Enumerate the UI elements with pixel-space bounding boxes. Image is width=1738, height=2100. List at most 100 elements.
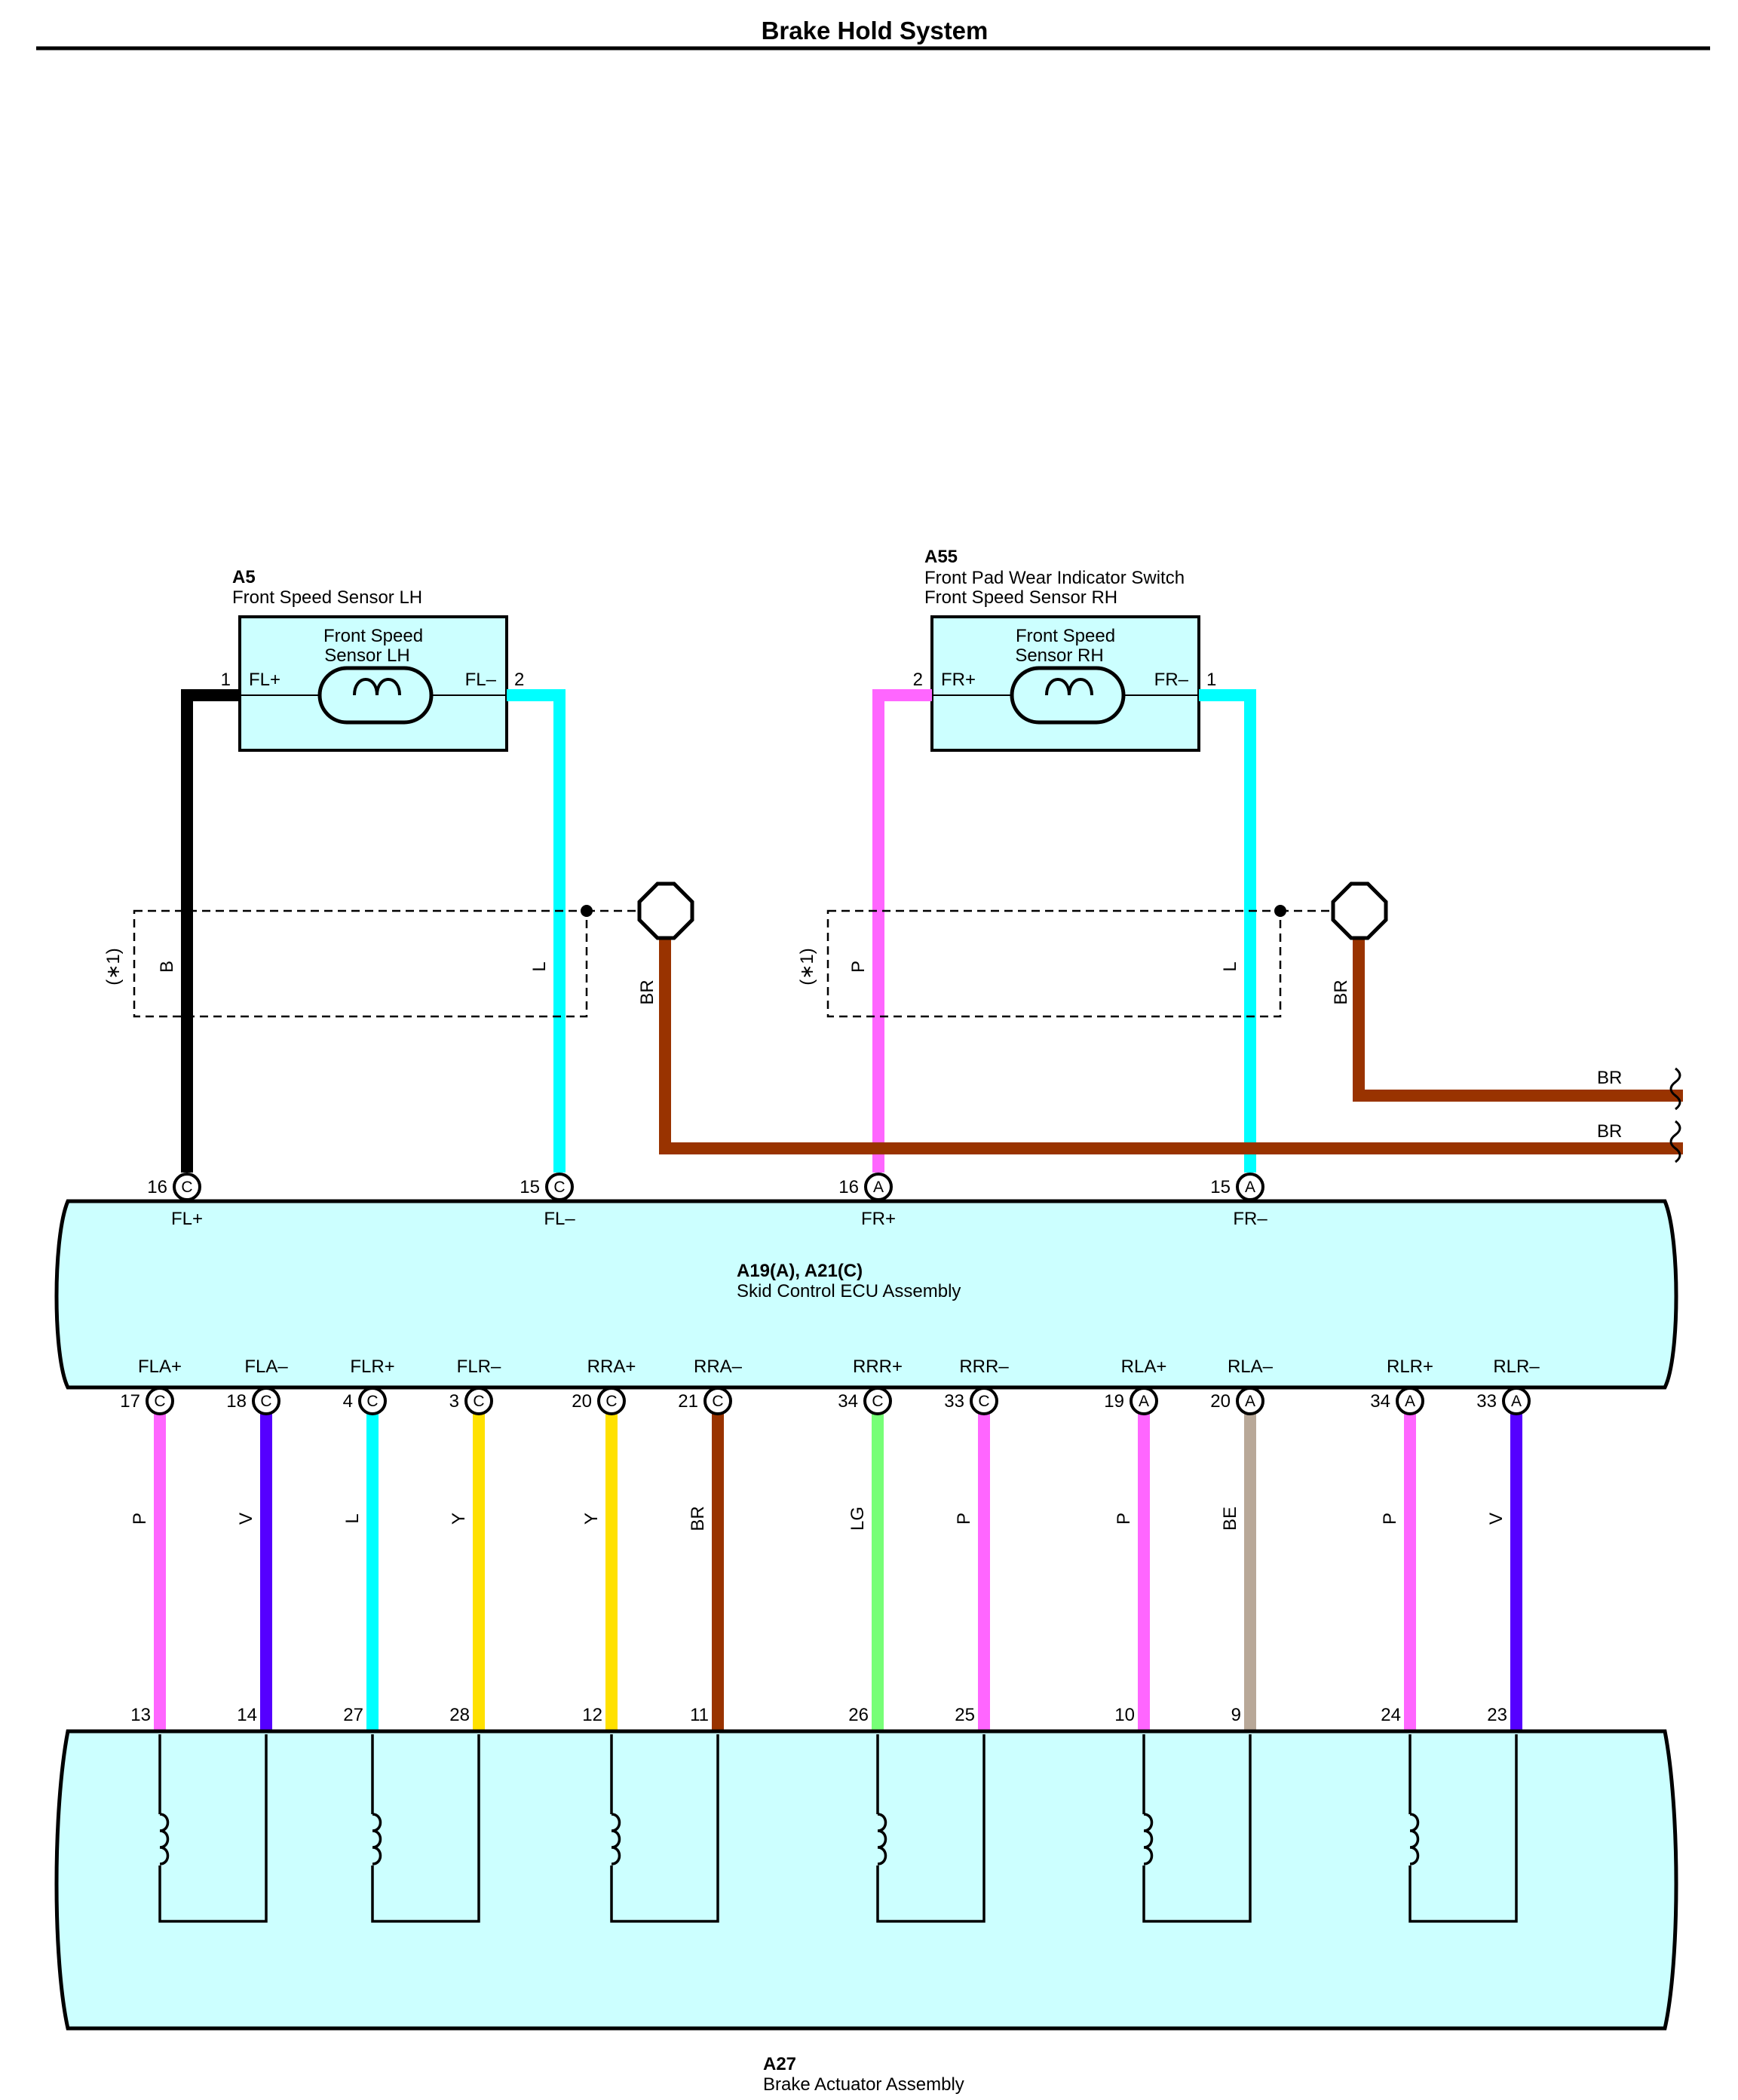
ecu-terminal-label: RRR– <box>959 1357 1009 1377</box>
sensor-rh-pin-left: 2 <box>913 670 923 690</box>
skid-control-ecu-body <box>54 1199 1678 1390</box>
sensor-rh-name-1: Front Pad Wear Indicator Switch <box>924 568 1185 588</box>
wire-label-fr-plus: P <box>848 961 869 973</box>
ecu-terminal-label: RLA– <box>1228 1357 1274 1377</box>
front-speed-sensor-rh: A55 Front Pad Wear Indicator Switch Fron… <box>913 547 1216 752</box>
solenoid-gap <box>1402 1814 1418 1865</box>
ecu-pin-number: 20 <box>572 1391 592 1412</box>
coil-icon <box>1045 678 1093 696</box>
wire-color-label: LG <box>848 1507 868 1531</box>
connector-letter: C <box>712 1393 723 1410</box>
wire-color-label: P <box>1114 1513 1134 1525</box>
wire-fr-minus <box>1199 689 1256 1173</box>
offpage-wire-label-lower: BR <box>1597 1121 1622 1142</box>
sensor-rh-pin-right: 1 <box>1206 670 1216 690</box>
ecu-pin-number: 3 <box>449 1391 459 1412</box>
ecu-pin-number: 34 <box>1370 1391 1390 1412</box>
actuator-pin-number: 26 <box>848 1705 869 1725</box>
shield-lh-box <box>133 909 588 1018</box>
connector-letter: A <box>873 1179 884 1196</box>
coil-icon <box>372 1813 382 1865</box>
shield-lh-note: (∗1) <box>103 948 124 985</box>
actuator-pin-number: 24 <box>1381 1705 1401 1725</box>
coil-icon <box>877 1813 887 1865</box>
connector-letter: C <box>978 1393 989 1410</box>
sensor-lh-inner-line2: Sensor LH <box>324 645 409 666</box>
ecu-pin-number: 18 <box>226 1391 247 1412</box>
wire-color-label: V <box>1486 1513 1507 1525</box>
coil-icon <box>1409 1813 1420 1865</box>
coil-icon <box>353 678 401 696</box>
ecu-terminal-label: RLR+ <box>1387 1357 1433 1377</box>
sensor-lh-pin-right: 2 <box>514 670 524 690</box>
coil-icon <box>159 1813 170 1865</box>
connector-icon <box>1236 1387 1264 1415</box>
ecu-bottom-connectors: FLA+C1713FLA+FLA–C1814FLA–FLR+C427FLR+FL… <box>120 1357 1572 1761</box>
solenoid-gap <box>152 1814 167 1865</box>
splice-dot <box>1274 905 1286 917</box>
ecu-terminal-label: FLA– <box>244 1357 288 1377</box>
connector-letter: C <box>605 1393 617 1410</box>
ecu-terminal-label: FLA+ <box>138 1357 182 1377</box>
actuator-code: A27 <box>763 2054 796 2074</box>
wire-label-fl-plus: B <box>157 961 177 973</box>
connector-letter: C <box>872 1393 883 1410</box>
wire-break-icon <box>1669 1067 1681 1111</box>
actuator-pin-number: 12 <box>582 1705 602 1725</box>
ecu-pin-number: 19 <box>1104 1391 1124 1412</box>
actuator-pin-number: 10 <box>1114 1705 1135 1725</box>
connector-icon <box>146 1387 174 1415</box>
sensor-lh-name: Front Speed Sensor LH <box>232 587 422 608</box>
connector-icon <box>358 1387 387 1415</box>
wire-fr-plus <box>872 689 932 1173</box>
ecu-pin-number: 16 <box>147 1177 167 1197</box>
connector-letter: C <box>181 1179 192 1196</box>
actuator-pin-number: 28 <box>449 1705 470 1725</box>
front-speed-sensor-lh: A5 Front Speed Sensor LH Front Speed Sen… <box>221 567 524 752</box>
sensor-rh-code: A55 <box>924 547 958 567</box>
sensor-lh-code: A5 <box>232 567 256 587</box>
connector-icon <box>703 1387 732 1415</box>
shield-rh <box>826 881 1388 1018</box>
ecu-terminal-label: FLR– <box>457 1357 501 1377</box>
connector-letter: C <box>473 1393 484 1410</box>
wire-label-fr-minus: L <box>1220 961 1240 971</box>
sensor-wires <box>181 689 1683 1173</box>
sensor-rh-inner-line2: Sensor RH <box>1015 645 1103 666</box>
actuator-name: Brake Actuator Assembly <box>763 2074 964 2095</box>
connector-letter: A <box>1511 1393 1522 1410</box>
connector-icon <box>173 1173 201 1201</box>
splice-dot <box>581 905 593 917</box>
ecu-terminal-label: RLA+ <box>1121 1357 1167 1377</box>
ecu-terminal-label: FR+ <box>861 1209 896 1229</box>
ecu-terminal-label: FL– <box>544 1209 575 1229</box>
shield-rh-box <box>826 909 1282 1018</box>
connector-icon <box>863 1387 892 1415</box>
sensor-lh-term-right: FL– <box>465 670 497 690</box>
wire-shield-lh <box>659 938 1683 1154</box>
solenoid-gap <box>365 1814 380 1865</box>
connector-icon <box>1236 1173 1264 1201</box>
actuator-pin-number: 13 <box>130 1705 151 1725</box>
actuator-pin-number: 11 <box>690 1705 709 1725</box>
sensor-rh-term-right: FR– <box>1154 670 1189 690</box>
wire-color-label: BE <box>1220 1507 1240 1531</box>
ecu-pin-number: 15 <box>520 1177 540 1197</box>
connector-letter: C <box>260 1393 271 1410</box>
ecu-pin-number: 20 <box>1210 1391 1231 1412</box>
actuator-pin-number: 14 <box>237 1705 257 1725</box>
connector-icon <box>597 1387 626 1415</box>
ecu-terminal-label: FR– <box>1233 1209 1267 1229</box>
ecu-name: Skid Control ECU Assembly <box>737 1281 961 1301</box>
shield-ground-icon <box>637 881 694 940</box>
wire-fl-plus <box>181 689 240 1173</box>
connector-icon <box>252 1387 280 1415</box>
wire-color-label: P <box>130 1513 150 1525</box>
wire-shield-rh <box>1353 938 1683 1102</box>
solenoid-gap <box>604 1814 619 1865</box>
sensor-lh-term-left: FL+ <box>249 670 280 690</box>
ecu-pin-number: 16 <box>838 1177 859 1197</box>
coil-icon <box>611 1813 621 1865</box>
shield-ground-icon <box>1331 881 1388 940</box>
wire-color-label: L <box>342 1513 363 1523</box>
